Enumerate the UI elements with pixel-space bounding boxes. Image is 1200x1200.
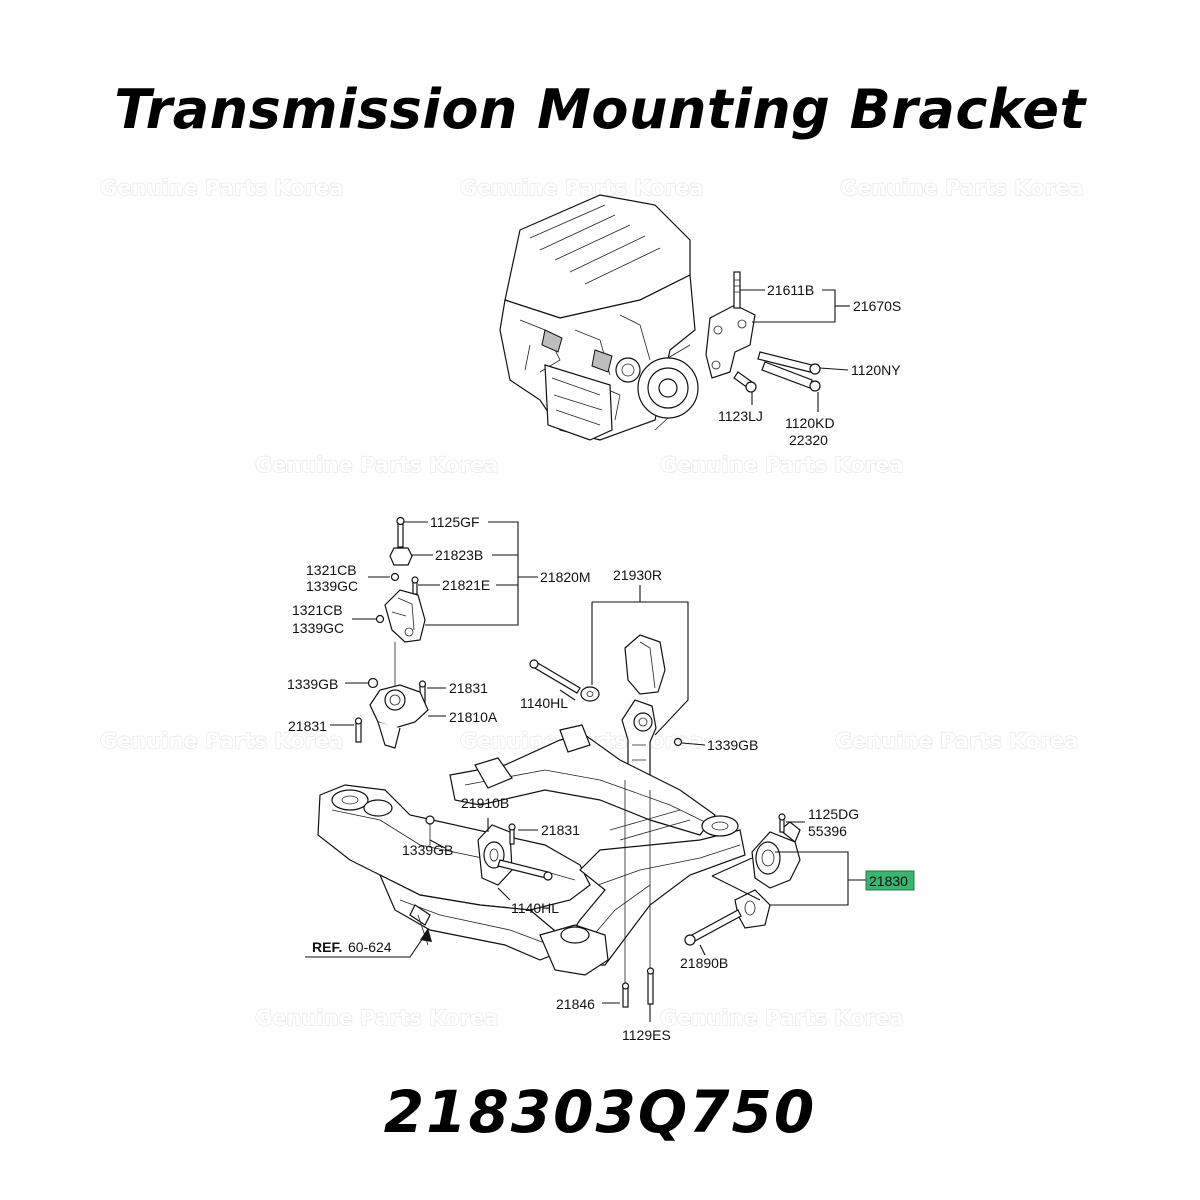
engine-mount-stack	[354, 516, 429, 749]
leader-lines-subframe	[305, 818, 866, 1022]
label-1339GB-b: 1339GB	[707, 737, 758, 753]
label-1140HL-b: 1140HL	[511, 900, 559, 916]
watermark-text: Genuine Parts Korea	[835, 729, 1078, 753]
label-21823B: 21823B	[435, 547, 483, 563]
label-21831-b: 21831	[288, 718, 327, 734]
label-1125GF: 1125GF	[430, 514, 480, 530]
watermark-text: Genuine Parts Korea	[255, 453, 498, 477]
transmission-bracket-21830	[621, 813, 801, 1008]
label-ref-prefix: REF.	[312, 939, 342, 955]
label-21930R: 21930R	[613, 567, 662, 583]
subframe-illustration	[317, 724, 746, 1000]
label-1321CB-b: 1321CB	[292, 602, 343, 618]
label-1339GC-b: 1339GC	[292, 620, 344, 636]
label-21831-a: 21831	[449, 680, 488, 696]
label-21846: 21846	[556, 996, 595, 1012]
leader-lines-roll	[559, 585, 706, 746]
label-21810A: 21810A	[449, 709, 498, 725]
watermark-text: Genuine Parts Korea	[660, 453, 903, 477]
mount-21910B	[425, 815, 553, 886]
engine-illustration	[499, 194, 699, 441]
label-1339GC-a: 1339GC	[306, 578, 358, 594]
label-1120KD: 1120KD	[785, 415, 835, 431]
part-number: 218303Q750	[383, 1078, 817, 1146]
label-21611B: 21611B	[767, 282, 814, 298]
watermark-text: Genuine Parts Korea	[840, 176, 1083, 200]
label-1125DG: 1125DG	[808, 806, 859, 822]
watermark-text: Genuine Parts Korea	[460, 176, 703, 200]
label-1129ES: 1129ES	[622, 1027, 671, 1043]
label-21910B: 21910B	[461, 795, 509, 811]
label-21670S: 21670S	[853, 298, 901, 314]
label-22320: 22320	[789, 432, 828, 448]
label-1339GB-a: 1339GB	[287, 676, 338, 692]
watermark-group: Genuine Parts Korea Genuine Parts Korea …	[99, 175, 1084, 1030]
watermark-text: Genuine Parts Korea	[100, 176, 343, 200]
label-21820M: 21820M	[540, 569, 591, 585]
label-1123LJ: 1123LJ	[718, 408, 763, 424]
label-1321CB-a: 1321CB	[306, 562, 357, 578]
label-ref-value: 60-624	[348, 939, 392, 955]
bracket-21670S	[705, 271, 821, 393]
page-title: Transmission Mounting Bracket	[114, 78, 1086, 141]
label-21890B: 21890B	[680, 955, 728, 971]
watermark-text: Genuine Parts Korea	[100, 729, 343, 753]
label-1120NY: 1120NY	[851, 362, 901, 378]
watermark-text: Genuine Parts Korea	[255, 1006, 498, 1030]
label-21830: 21830	[869, 873, 908, 889]
label-21831-c: 21831	[541, 822, 580, 838]
highlight-box	[865, 870, 915, 891]
label-21821E: 21821E	[442, 577, 490, 593]
label-55396: 55396	[808, 823, 847, 839]
leader-lines-mount	[330, 521, 538, 726]
leader-lines-top	[740, 289, 850, 412]
watermark-text: Genuine Parts Korea	[660, 1006, 903, 1030]
label-1140HL-a: 1140HL	[520, 695, 568, 711]
label-1339GB-c: 1339GB	[402, 842, 453, 858]
